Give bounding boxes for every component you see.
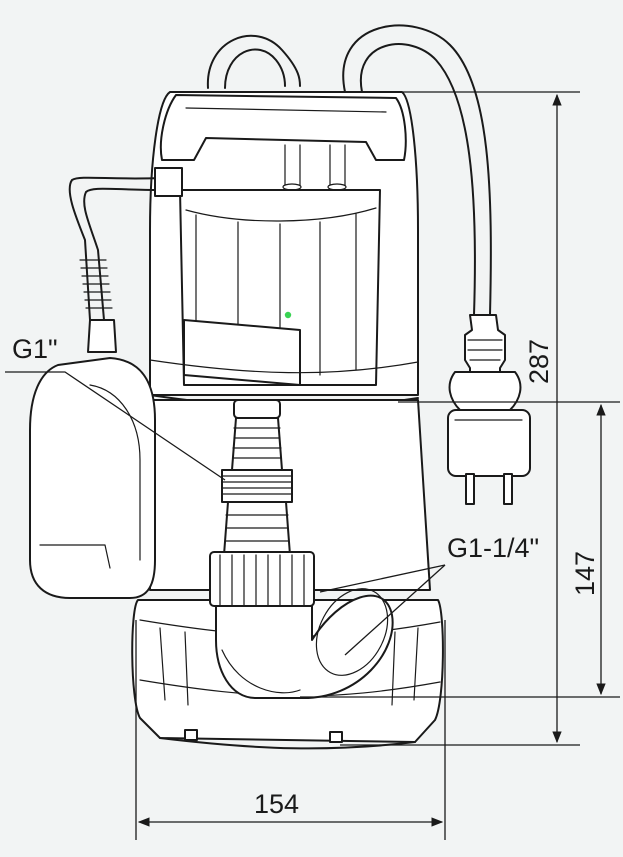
total-height-dimension-label: 287 [524,339,554,384]
leader-lines [5,371,446,656]
pump-body [149,91,419,416]
cable-gland [154,167,183,197]
thread-float-label: G1" [12,334,58,364]
marker-dot [284,311,292,319]
dimensions [135,91,620,840]
outlet-assembly [209,399,394,700]
power-cable [206,24,492,316]
thread-outlet-label: G1-1/4" [447,533,539,563]
outlet-height-dimension-label: 147 [570,551,600,596]
mains-plug [447,314,531,505]
width-dimension-label: 154 [254,789,299,819]
float-switch [29,176,161,599]
